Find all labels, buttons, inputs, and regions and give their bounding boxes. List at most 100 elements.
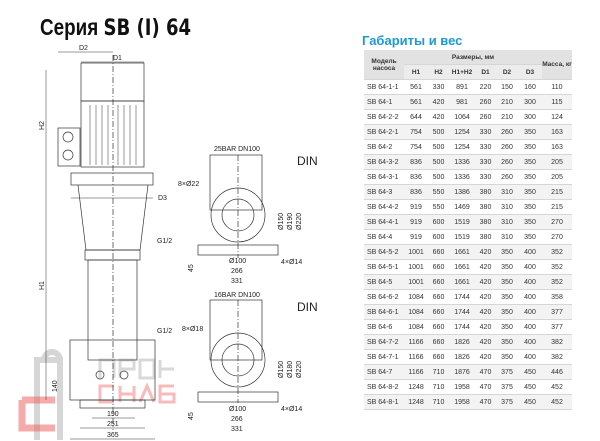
cell-value: 981 <box>449 94 475 110</box>
cell-value: 500 <box>428 139 449 155</box>
cell-value: 1166 <box>404 364 428 380</box>
cell-value: 1744 <box>449 289 475 305</box>
cell-value: 330 <box>475 139 496 155</box>
holes-8x22: 8×Ø22 <box>178 181 199 188</box>
dim-d220-bottom: Ø220 <box>296 361 303 378</box>
header-model: Модель насоса <box>364 50 404 80</box>
header-col: D2 <box>496 64 518 80</box>
dim-d3: D3 <box>158 195 167 202</box>
cell-value: 350 <box>496 259 518 275</box>
cell-value: 1084 <box>404 319 428 335</box>
cell-value: 215 <box>542 199 572 215</box>
cell-value: 210 <box>496 109 518 125</box>
cell-value: 1386 <box>449 184 475 200</box>
cell-value: 380 <box>475 184 496 200</box>
dim-266-bottom: 266 <box>231 416 243 423</box>
spec-16bar: 16BAR DN100 <box>214 292 260 299</box>
cell-value: 420 <box>475 334 496 350</box>
cell-model: SB 64-2-1 <box>364 124 404 140</box>
watermark-logo <box>18 349 176 440</box>
cell-value: 205 <box>542 154 572 170</box>
cell-value: 919 <box>404 229 428 245</box>
cell-value: 836 <box>404 169 428 185</box>
cell-value: 382 <box>542 334 572 350</box>
header-sizes: Размеры, мм <box>404 50 542 65</box>
cell-value: 561 <box>404 79 428 95</box>
dim-d1: D1 <box>113 55 122 62</box>
std-din-bottom: DIN <box>297 300 318 314</box>
cell-model: SB 64-1-1 <box>364 79 404 95</box>
dim-d220-top: Ø220 <box>296 213 303 230</box>
cell-model: SB 64-2 <box>364 139 404 155</box>
dim-45-top: 45 <box>188 264 195 272</box>
cell-value: 260 <box>475 109 496 125</box>
cell-value: 260 <box>496 169 518 185</box>
cell-value: 660 <box>428 244 449 260</box>
cell-value: 1248 <box>404 379 428 395</box>
dim-d150-top: Ø150 <box>278 213 285 230</box>
cell-value: 500 <box>428 154 449 170</box>
cell-value: 450 <box>518 379 542 395</box>
cell-value: 1336 <box>449 154 475 170</box>
title-model: SB (I) 64 <box>103 16 192 41</box>
cell-model: SB 64-3 <box>364 184 404 200</box>
cell-value: 1001 <box>404 259 428 275</box>
cell-value: 330 <box>475 124 496 140</box>
spec-25bar: 25BAR DN100 <box>214 146 260 153</box>
cell-value: 891 <box>449 79 475 95</box>
cell-value: 420 <box>475 289 496 305</box>
cell-value: 350 <box>518 229 542 245</box>
cell-model: SB 64-8-1 <box>364 394 404 410</box>
cell-value: 500 <box>428 124 449 140</box>
cell-value: 215 <box>542 184 572 200</box>
cell-value: 310 <box>496 184 518 200</box>
flange-view-16bar <box>197 299 279 403</box>
cell-value: 400 <box>518 319 542 335</box>
cell-value: 400 <box>518 274 542 290</box>
cell-value: 1084 <box>404 289 428 305</box>
header-mass: Масса, кг <box>542 50 572 80</box>
holes-8x18: 8×Ø18 <box>182 326 203 333</box>
cell-value: 115 <box>542 94 572 110</box>
cell-value: 1166 <box>404 334 428 350</box>
cell-value: 400 <box>518 259 542 275</box>
cell-value: 836 <box>404 184 428 200</box>
cell-value: 500 <box>428 169 449 185</box>
cell-value: 350 <box>496 289 518 305</box>
cell-value: 660 <box>428 289 449 305</box>
header-col: H2 <box>428 64 449 80</box>
dim-d150-bottom: Ø150 <box>278 361 285 378</box>
cell-value: 350 <box>496 334 518 350</box>
cell-value: 350 <box>518 154 542 170</box>
page-title: Серия SB (I) 64 <box>40 14 191 41</box>
cell-value: 420 <box>475 244 496 260</box>
header-col: D3 <box>518 64 542 80</box>
cell-value: 400 <box>518 289 542 305</box>
cell-value: 270 <box>542 229 572 245</box>
cell-value: 210 <box>496 94 518 110</box>
cell-value: 380 <box>475 229 496 245</box>
cell-value: 1064 <box>449 109 475 125</box>
cell-value: 1001 <box>404 274 428 290</box>
cell-value: 352 <box>542 244 572 260</box>
cell-value: 1661 <box>449 244 475 260</box>
cell-value: 330 <box>428 79 449 95</box>
cell-value: 836 <box>404 154 428 170</box>
cell-value: 260 <box>496 124 518 140</box>
cell-value: 660 <box>428 319 449 335</box>
pump-side-view <box>57 55 156 430</box>
cell-value: 452 <box>542 394 572 410</box>
cell-value: 1469 <box>449 199 475 215</box>
